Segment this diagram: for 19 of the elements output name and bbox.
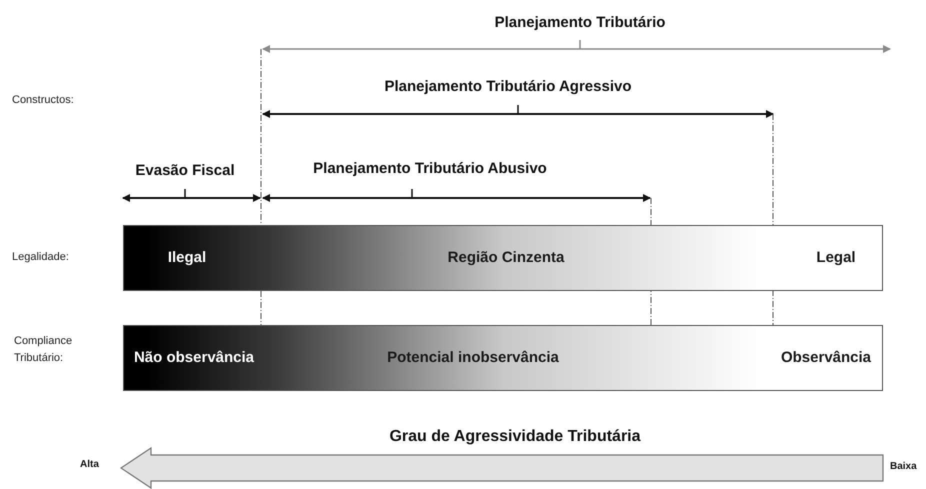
scale-end-label: Baixa (890, 460, 917, 474)
gradient-bar (123, 225, 883, 291)
row-label: Compliance Tributário: (14, 334, 74, 366)
scale-arrow (120, 447, 884, 489)
zone-label: Legal (816, 248, 856, 268)
scale-end-label: Alta (80, 458, 99, 472)
range-label: Planejamento Tributário Abusivo (313, 159, 547, 179)
zone-label: Potencial inobservância (387, 348, 559, 368)
zone-label: Ilegal (168, 248, 206, 268)
zone-label: Observância (780, 348, 872, 368)
range-label: Planejamento Tributário (494, 13, 666, 33)
zone-label: Região Cinzenta (448, 248, 564, 268)
row-label: Constructos: (12, 93, 75, 108)
zone-label: Não observância (134, 348, 254, 368)
scale-title: Grau de Agressividade Tributária (389, 427, 641, 447)
gradient-bar (123, 325, 883, 391)
range-label: Evasão Fiscal (135, 161, 235, 181)
range-label: Planejamento Tributário Agressivo (384, 77, 632, 97)
row-label: Legalidade: (12, 250, 70, 265)
